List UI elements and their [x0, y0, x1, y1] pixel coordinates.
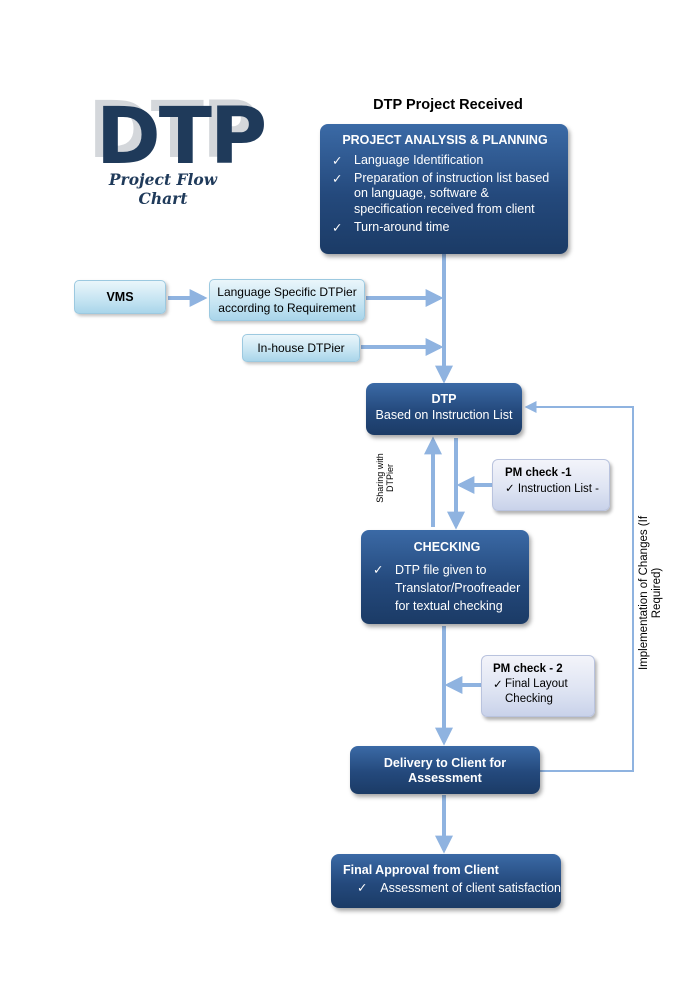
logo-subtitle: Project Flow Chart: [108, 170, 218, 208]
analysis-title: PROJECT ANALYSIS & PLANNING: [342, 133, 548, 147]
dtp-title: DTP: [431, 392, 457, 406]
inhouse-box: In-house DTPier: [242, 334, 360, 362]
implementation-label: Implementation of Changes (If Required): [638, 515, 663, 671]
analysis-item: Turn-around time: [332, 220, 558, 236]
pm-check-1-item-text: Instruction List -: [517, 483, 600, 495]
dtp-logo: DTP DTP Project Flow Chart: [88, 86, 268, 208]
pm-check-1-box: PM check -1 ✓ Instruction List -: [492, 459, 610, 511]
pm-check-1-item: ✓ Instruction List -: [505, 481, 609, 497]
pm-check-1-title: PM check -1: [505, 467, 572, 479]
pm-check-2-item-text: Final Layout Checking: [505, 678, 568, 705]
check-icon: ✓: [493, 677, 503, 691]
checking-box: CHECKING DTP file given to Translator/Pr…: [361, 530, 529, 624]
pm-check-2-item: ✓ Final Layout Checking: [493, 677, 575, 707]
sharing-label: Sharing with DTPier: [375, 453, 395, 503]
analysis-box: PROJECT ANALYSIS & PLANNING Language Ide…: [320, 124, 568, 254]
final-item: ✓ Assessment of client satisfaction: [343, 879, 561, 897]
delivery-label: Delivery to Client for Assessment: [383, 756, 507, 785]
checking-title: CHECKING: [413, 540, 481, 554]
delivery-box: Delivery to Client for Assessment: [350, 746, 540, 794]
logo-main-text: DTP: [96, 92, 267, 182]
dtp-box: DTP Based on Instruction List: [366, 383, 522, 435]
pm-check-2-box: PM check - 2 ✓ Final Layout Checking: [481, 655, 595, 717]
final-title: Final Approval from Client: [343, 863, 499, 877]
dtp-subtitle: Based on Instruction List: [375, 408, 513, 422]
pm-check-2-title: PM check - 2: [493, 663, 563, 675]
check-icon: ✓: [505, 481, 515, 495]
analysis-item: Preparation of instruction list based on…: [332, 171, 558, 218]
vms-box: VMS: [74, 280, 166, 314]
lang-dtpier-box: Language Specific DTPier according to Re…: [209, 279, 365, 321]
final-approval-box: Final Approval from Client ✓ Assessment …: [331, 854, 561, 908]
analysis-item: Language Identification: [332, 153, 558, 169]
arrow-feedback-loop: [524, 401, 634, 772]
page-title: DTP Project Received: [373, 97, 523, 113]
logo-shadow-text: DTP: [88, 86, 259, 176]
checking-item: DTP file given to Translator/Proofreader…: [373, 561, 521, 615]
check-icon: ✓: [357, 880, 368, 895]
final-item-text: Assessment of client satisfaction: [380, 881, 561, 895]
